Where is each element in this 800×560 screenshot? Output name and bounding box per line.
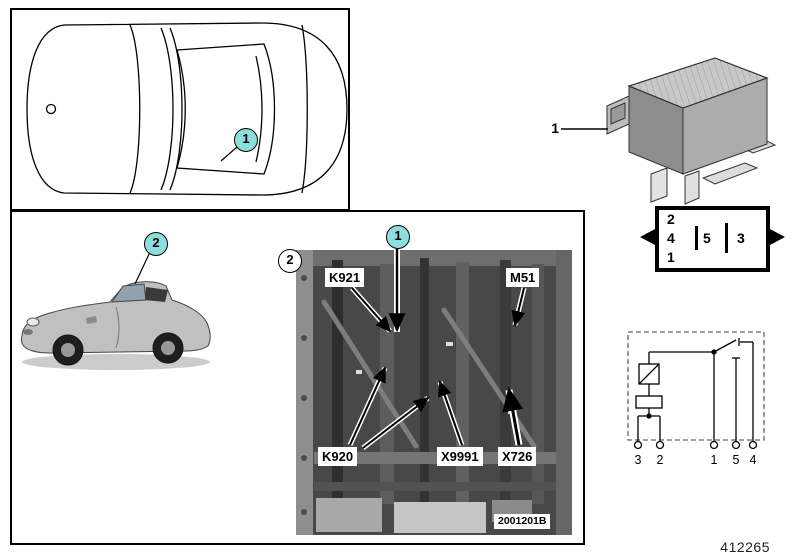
label-m51[interactable]: M51 xyxy=(506,268,540,287)
schematic-dashed-border xyxy=(627,331,765,441)
terminal-circle xyxy=(731,440,741,450)
photo-stamp: 2001201B xyxy=(494,514,551,529)
pin-layout-box: 2 4 1 5 3 xyxy=(655,206,770,272)
callout-2-vehicle[interactable]: 2 xyxy=(144,232,168,256)
car-door-line xyxy=(115,306,120,349)
pin-number-1: 1 xyxy=(667,249,675,265)
pin-number-2: 2 xyxy=(667,211,675,227)
pin-slot-bar xyxy=(725,223,728,253)
callout-1-photo[interactable]: 1 xyxy=(386,225,410,249)
schematic-switch-arm xyxy=(713,339,737,353)
car-top-view-drawing xyxy=(26,22,348,196)
pin-number-4: 4 xyxy=(667,230,675,246)
car-headlight xyxy=(26,317,40,327)
schematic-resistor xyxy=(635,395,663,409)
pinbox-right-arrow-icon xyxy=(770,229,785,245)
pin-slot-bar xyxy=(695,226,698,250)
terminal-label-5: 5 xyxy=(733,453,740,467)
relay-pin xyxy=(701,162,759,185)
car-top-view-outline xyxy=(26,22,348,196)
top-view-panel xyxy=(10,8,350,211)
terminal-circle xyxy=(655,440,665,450)
pin-number-5: 5 xyxy=(703,230,711,246)
terminal-label-3: 3 xyxy=(635,453,642,467)
terminal-label-2: 2 xyxy=(657,453,664,467)
relay-drawing xyxy=(606,57,777,205)
callout-2-photo[interactable]: 2 xyxy=(278,249,302,273)
seat-mechanism-photo xyxy=(296,250,572,535)
relay-circuit-schematic: 3 2 1 5 4 xyxy=(627,331,765,467)
relay-item-number[interactable]: 1 xyxy=(551,120,559,136)
label-k921[interactable]: K921 xyxy=(325,268,365,287)
relay-pin xyxy=(650,167,668,203)
car-cockpit xyxy=(145,287,168,302)
label-k920[interactable]: K920 xyxy=(318,447,358,466)
car-front-hub xyxy=(61,343,75,357)
relay-pin xyxy=(684,170,700,205)
label-x726[interactable]: X726 xyxy=(498,447,537,466)
rail-bolts xyxy=(301,275,307,515)
car-side-vent xyxy=(86,316,97,324)
terminal-label-4: 4 xyxy=(750,453,757,467)
document-number: 412265 xyxy=(720,539,770,555)
terminal-circle xyxy=(633,440,643,450)
label-x9991[interactable]: X9991 xyxy=(437,447,483,466)
callout-1-topview[interactable]: 1 xyxy=(234,128,258,152)
vehicle-photo xyxy=(20,281,211,370)
terminal-circle xyxy=(709,440,719,450)
terminal-label-1: 1 xyxy=(711,453,718,467)
schematic-wiring xyxy=(633,338,758,450)
car-rear-hub xyxy=(161,341,175,355)
pinbox-left-arrow-icon xyxy=(640,229,655,245)
car-grille xyxy=(23,329,33,335)
relay-body xyxy=(606,57,777,205)
car-shadow xyxy=(22,354,210,370)
pin-number-3: 3 xyxy=(737,230,745,246)
terminal-circle xyxy=(748,440,758,450)
